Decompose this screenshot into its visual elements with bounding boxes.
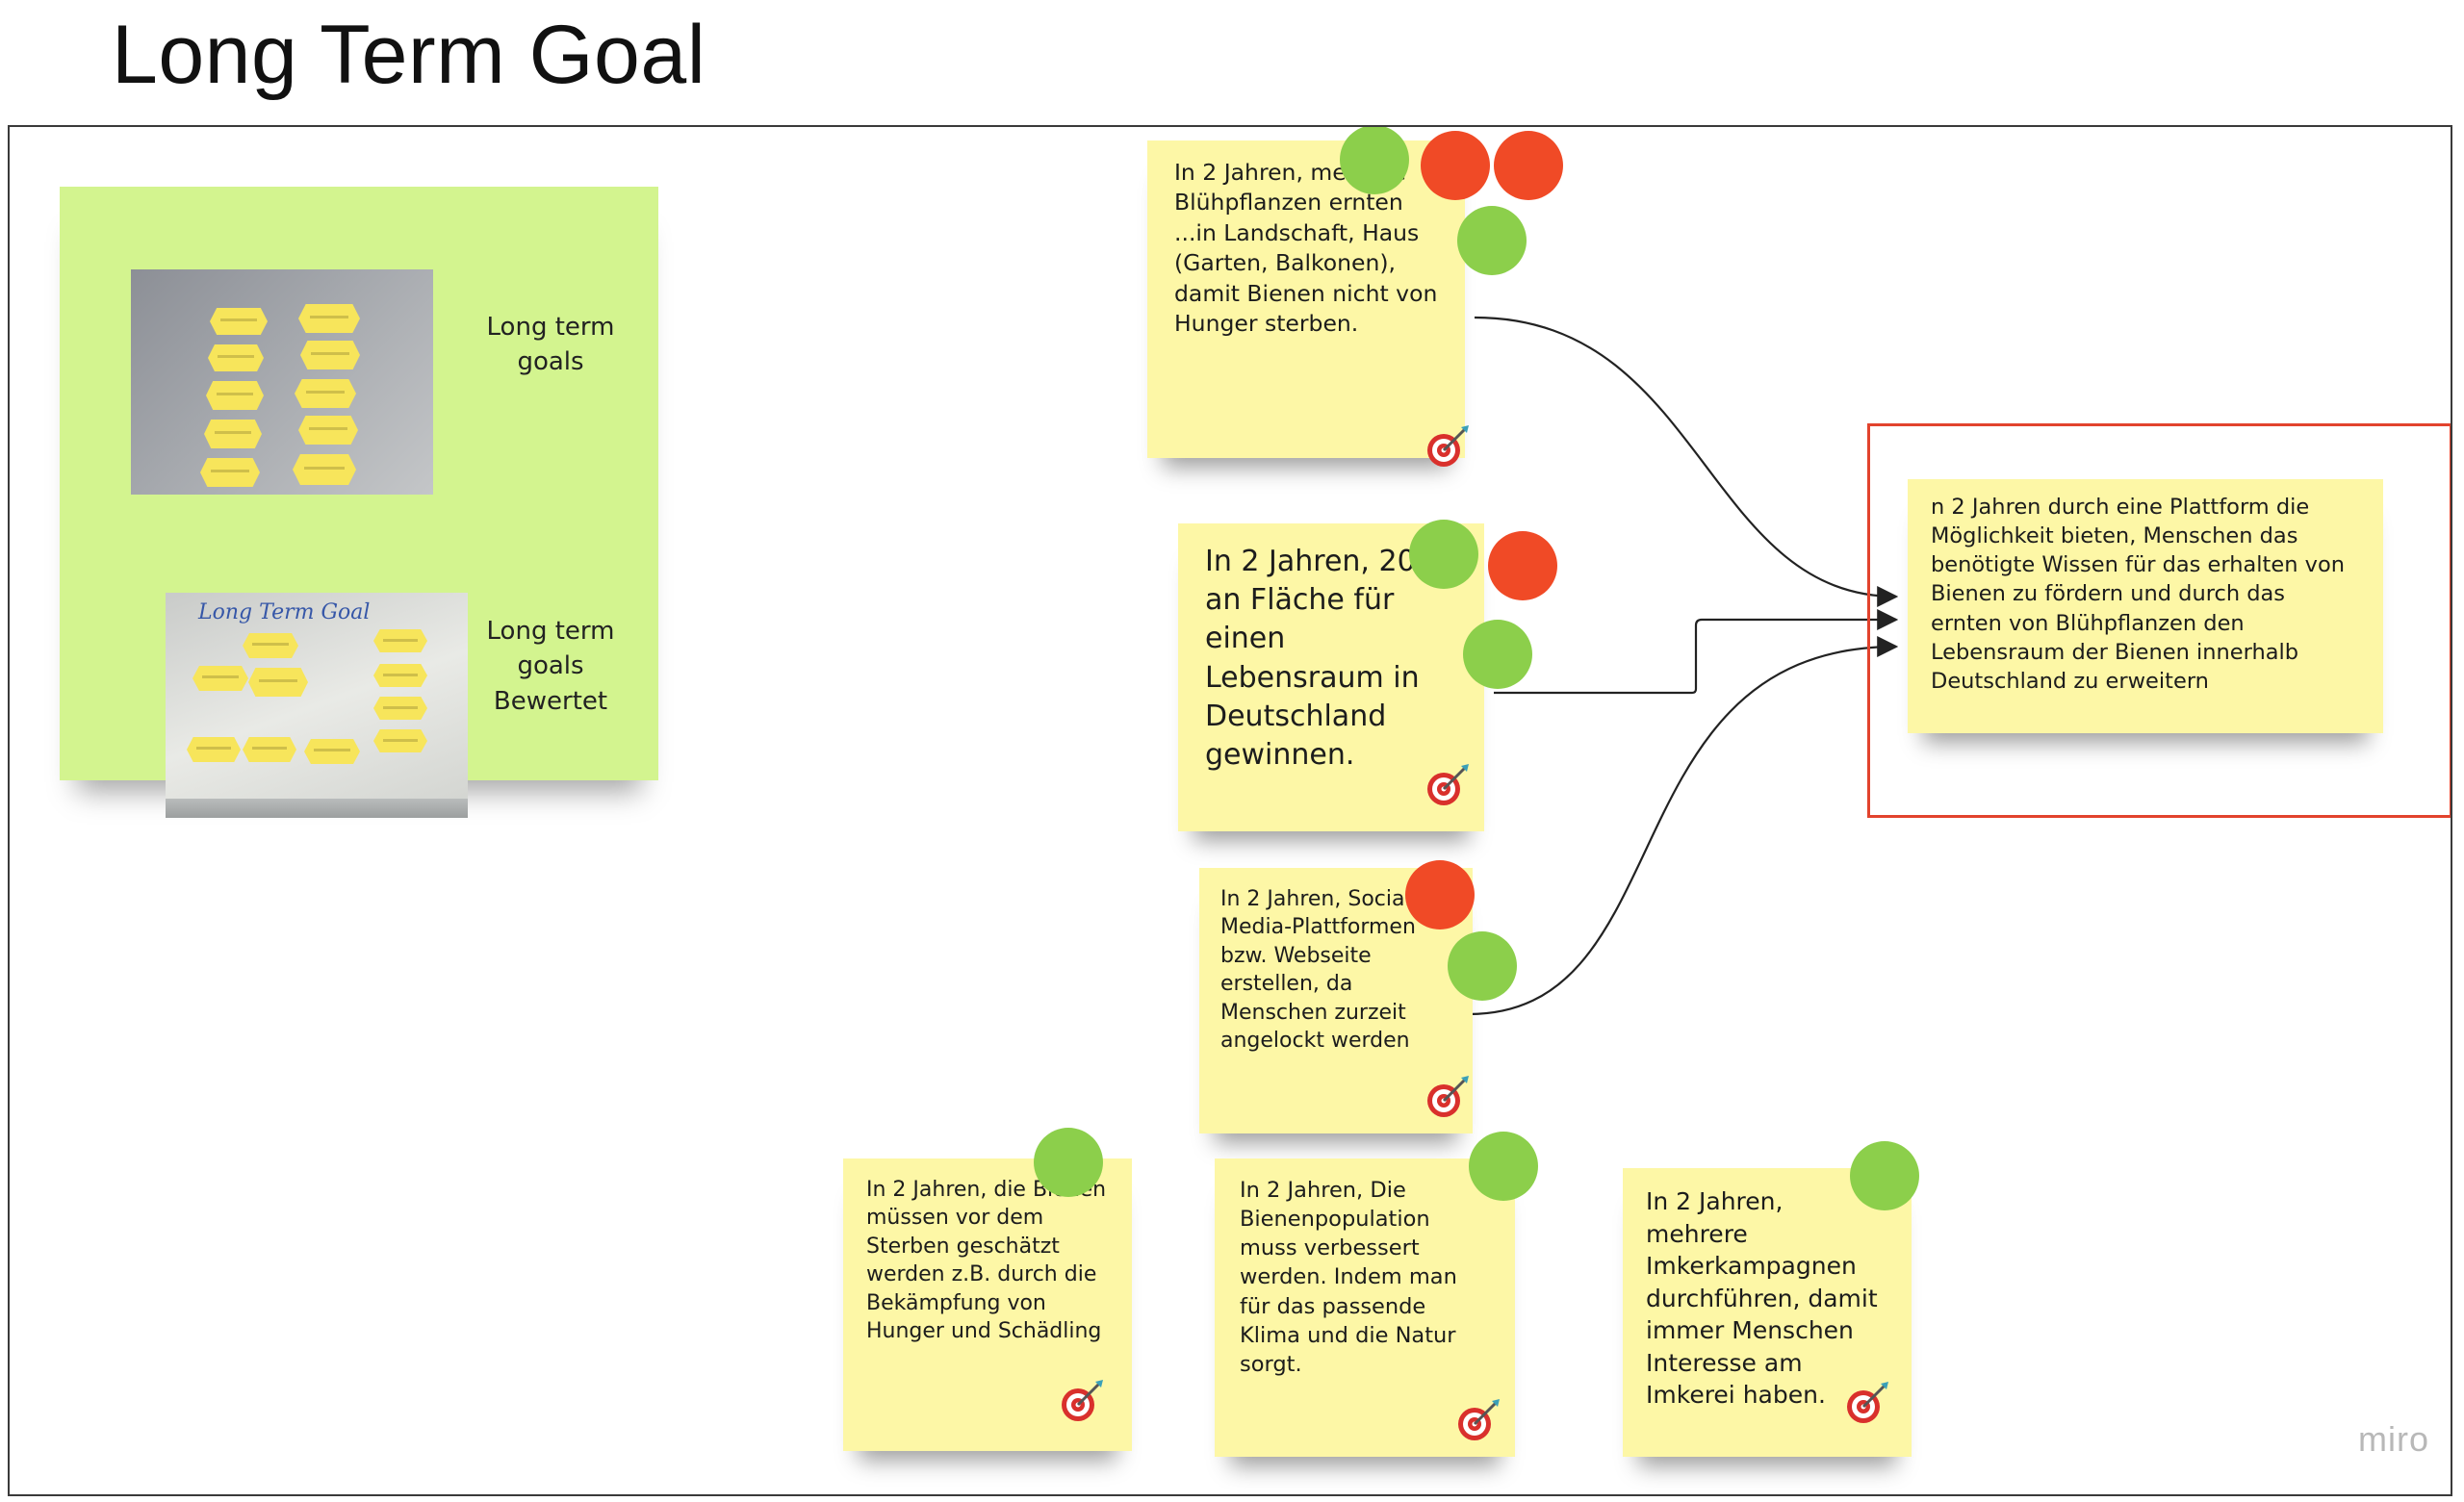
green-vote-dot[interactable] [1409,520,1478,589]
sticky-note-flaeche[interactable]: In 2 Jahren, 20 % an Fläche für einen Le… [1178,523,1484,831]
photo-hexagon [243,633,298,658]
green-vote-dot[interactable] [1469,1132,1538,1201]
photo-hexagon [243,737,296,762]
green-vote-dot[interactable] [1448,931,1517,1001]
photo-hexagon [187,737,241,762]
photo-hexagon [373,664,427,687]
connector-arrow[interactable] [1468,636,1899,1016]
photo-hexagon [295,379,356,408]
photo-hexagon [200,458,260,487]
connector-arrow[interactable] [1494,609,1899,695]
result-sticky-note[interactable]: n 2 Jahren durch eine Plattform die Mögl… [1908,479,2383,733]
photo1-label: Long term goals [486,313,615,377]
sticky-note-bienenpopulation[interactable]: In 2 Jahren, Die Bienenpopulation muss v… [1215,1158,1515,1457]
dart-target-icon [1062,1380,1103,1421]
photo-hexagon [192,666,248,691]
photo2-label-line2: Bewertet [493,686,608,716]
photo-hexagon [248,668,308,697]
photos-frame[interactable]: Long term goals Long Term Goal Long term… [60,187,658,818]
dart-target-icon [1427,425,1469,467]
miro-logo[interactable]: miro [2358,1419,2429,1459]
photo-hexagon [300,341,360,369]
page-title: Long Term Goal [112,9,706,101]
photo2-label: Long term goals Bewertet [454,614,647,719]
photo-long-term-goals[interactable] [131,269,433,495]
red-vote-dot[interactable] [1488,531,1557,600]
dart-target-icon [1427,1076,1469,1117]
dart-target-icon [1458,1399,1500,1440]
photo-hexagon [298,304,360,333]
focus-frame[interactable] [1867,423,2451,818]
photo-hexagon [204,420,262,448]
photo-hexagon [293,454,356,485]
red-vote-dot[interactable] [1405,860,1475,929]
green-vote-dot[interactable] [1850,1141,1919,1210]
photo-whiteboard-tray [166,799,468,818]
photo-hexagon [373,729,427,752]
photo-hexagon [373,629,427,652]
connector-arrows [1468,316,1899,1016]
dart-target-icon [1847,1382,1888,1423]
photo-hexagon [208,344,264,371]
photo-whiteboard-scribble: Long Term Goal [198,600,371,624]
photo-hexagon [210,308,268,335]
photo2-label-line1: Long term goals [486,617,615,681]
green-vote-dot[interactable] [1457,206,1527,275]
photo-hexagon [304,739,360,764]
red-vote-dot[interactable] [1494,131,1563,200]
green-vote-dot[interactable] [1463,620,1532,689]
red-vote-dot[interactable] [1421,131,1490,200]
board-canvas[interactable]: Long term goals Long Term Goal Long term… [8,125,2452,1496]
photo-long-term-goals-bewertet[interactable]: Long Term Goal [166,593,468,818]
sticky-note-sterben[interactable]: In 2 Jahren, die Bienen müssen vor dem S… [843,1158,1132,1451]
green-vote-dot[interactable] [1340,127,1409,194]
dart-target-icon [1427,764,1469,805]
photo-hexagon [298,416,358,445]
green-vote-dot[interactable] [1034,1128,1103,1197]
photo-hexagon [206,381,264,410]
sticky-note-social-media[interactable]: In 2 Jahren, Social-Media-Plattformen bz… [1199,868,1473,1133]
sticky-note-bluehpflanzen[interactable]: In 2 Jahren, mehrere Blühpflanzen ernten… [1147,140,1465,458]
connector-arrow[interactable] [1474,316,1899,607]
photo-hexagon [373,697,427,720]
